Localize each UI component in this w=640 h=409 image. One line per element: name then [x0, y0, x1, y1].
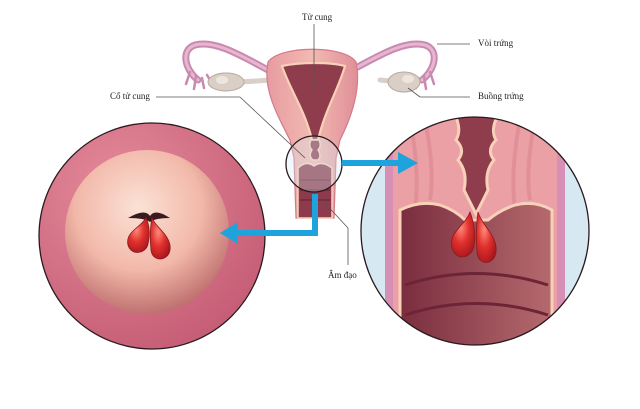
label-vagina: Âm đạo [328, 270, 357, 280]
label-ovary: Buồng trứng [478, 91, 524, 101]
magnifier-circle [285, 135, 343, 193]
arrow-to-right-view [342, 152, 418, 174]
uterine-cavity [280, 61, 347, 142]
label-cervix: Cổ tử cung [110, 91, 150, 101]
polyp-icon [451, 210, 497, 263]
label-fallopian-tube: Vòi trứng [478, 38, 514, 48]
vagina-canal [297, 162, 333, 219]
arrow-to-left-view [220, 194, 318, 244]
ovary-right [387, 71, 421, 93]
label-uterus: Tử cung [302, 12, 333, 22]
polyp-icon [127, 216, 171, 260]
cervix-external-view [38, 122, 266, 350]
cervix-cross-section-view [360, 116, 590, 346]
leader-lines [156, 24, 470, 265]
uterus-illustration [182, 40, 438, 219]
